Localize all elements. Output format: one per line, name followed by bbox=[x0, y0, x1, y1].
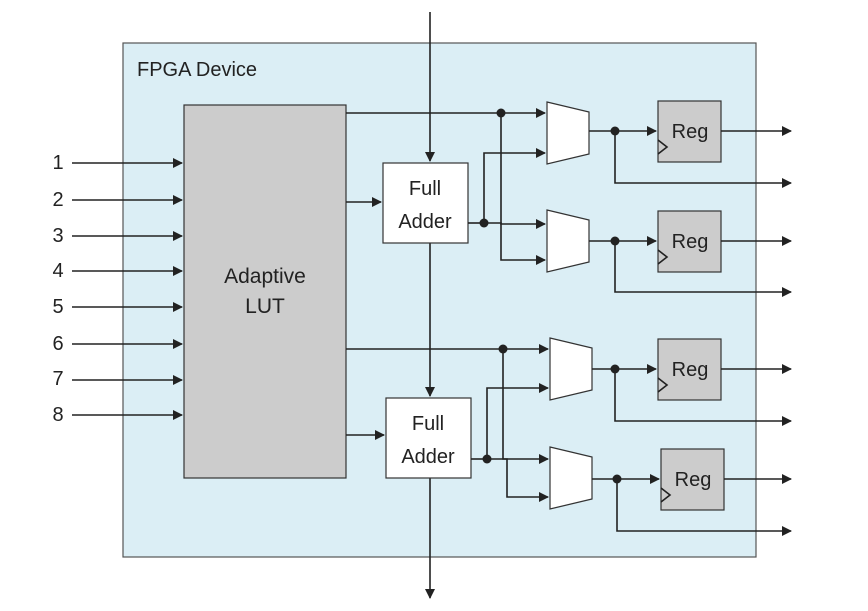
mux-4 bbox=[549, 446, 593, 510]
register-3-label: Reg bbox=[672, 359, 709, 381]
full-adder-lower bbox=[385, 397, 472, 479]
input-label-1: 1 bbox=[52, 152, 63, 174]
adaptive-lut-block bbox=[183, 104, 347, 479]
register-1-label: Reg bbox=[672, 121, 709, 143]
mux-to-reg-wires bbox=[589, 126, 792, 536]
input-label-8: 8 bbox=[52, 404, 63, 426]
full-adder-upper bbox=[382, 162, 469, 244]
lut-inputs: 1 2 3 4 5 6 7 8 bbox=[52, 152, 183, 426]
register-2-label: Reg bbox=[672, 231, 709, 253]
mux-1 bbox=[546, 101, 590, 165]
register-2: Reg bbox=[657, 210, 722, 273]
full-adder-upper-line2: Adder bbox=[398, 211, 452, 233]
upper-sum-path bbox=[468, 148, 546, 265]
lut-label-line1: Adaptive bbox=[224, 265, 306, 288]
input-label-2: 2 bbox=[52, 189, 63, 211]
lower-sum-path bbox=[471, 383, 549, 502]
mux-3 bbox=[549, 337, 593, 401]
register-3: Reg bbox=[657, 338, 722, 401]
lut-label-line2: LUT bbox=[245, 295, 285, 318]
input-label-4: 4 bbox=[52, 260, 63, 282]
input-label-5: 5 bbox=[52, 296, 63, 318]
input-label-6: 6 bbox=[52, 333, 63, 355]
device-label: FPGA Device bbox=[137, 59, 257, 81]
register-4-label: Reg bbox=[675, 469, 712, 491]
register-4: Reg bbox=[660, 448, 725, 511]
full-adder-lower-line1: Full bbox=[412, 413, 444, 435]
input-label-7: 7 bbox=[52, 368, 63, 390]
mux-2 bbox=[546, 209, 590, 273]
full-adder-upper-line1: Full bbox=[409, 178, 441, 200]
input-label-3: 3 bbox=[52, 225, 63, 247]
full-adder-lower-line2: Adder bbox=[401, 446, 455, 468]
register-output-wires bbox=[721, 126, 792, 484]
register-1: Reg bbox=[657, 100, 722, 163]
